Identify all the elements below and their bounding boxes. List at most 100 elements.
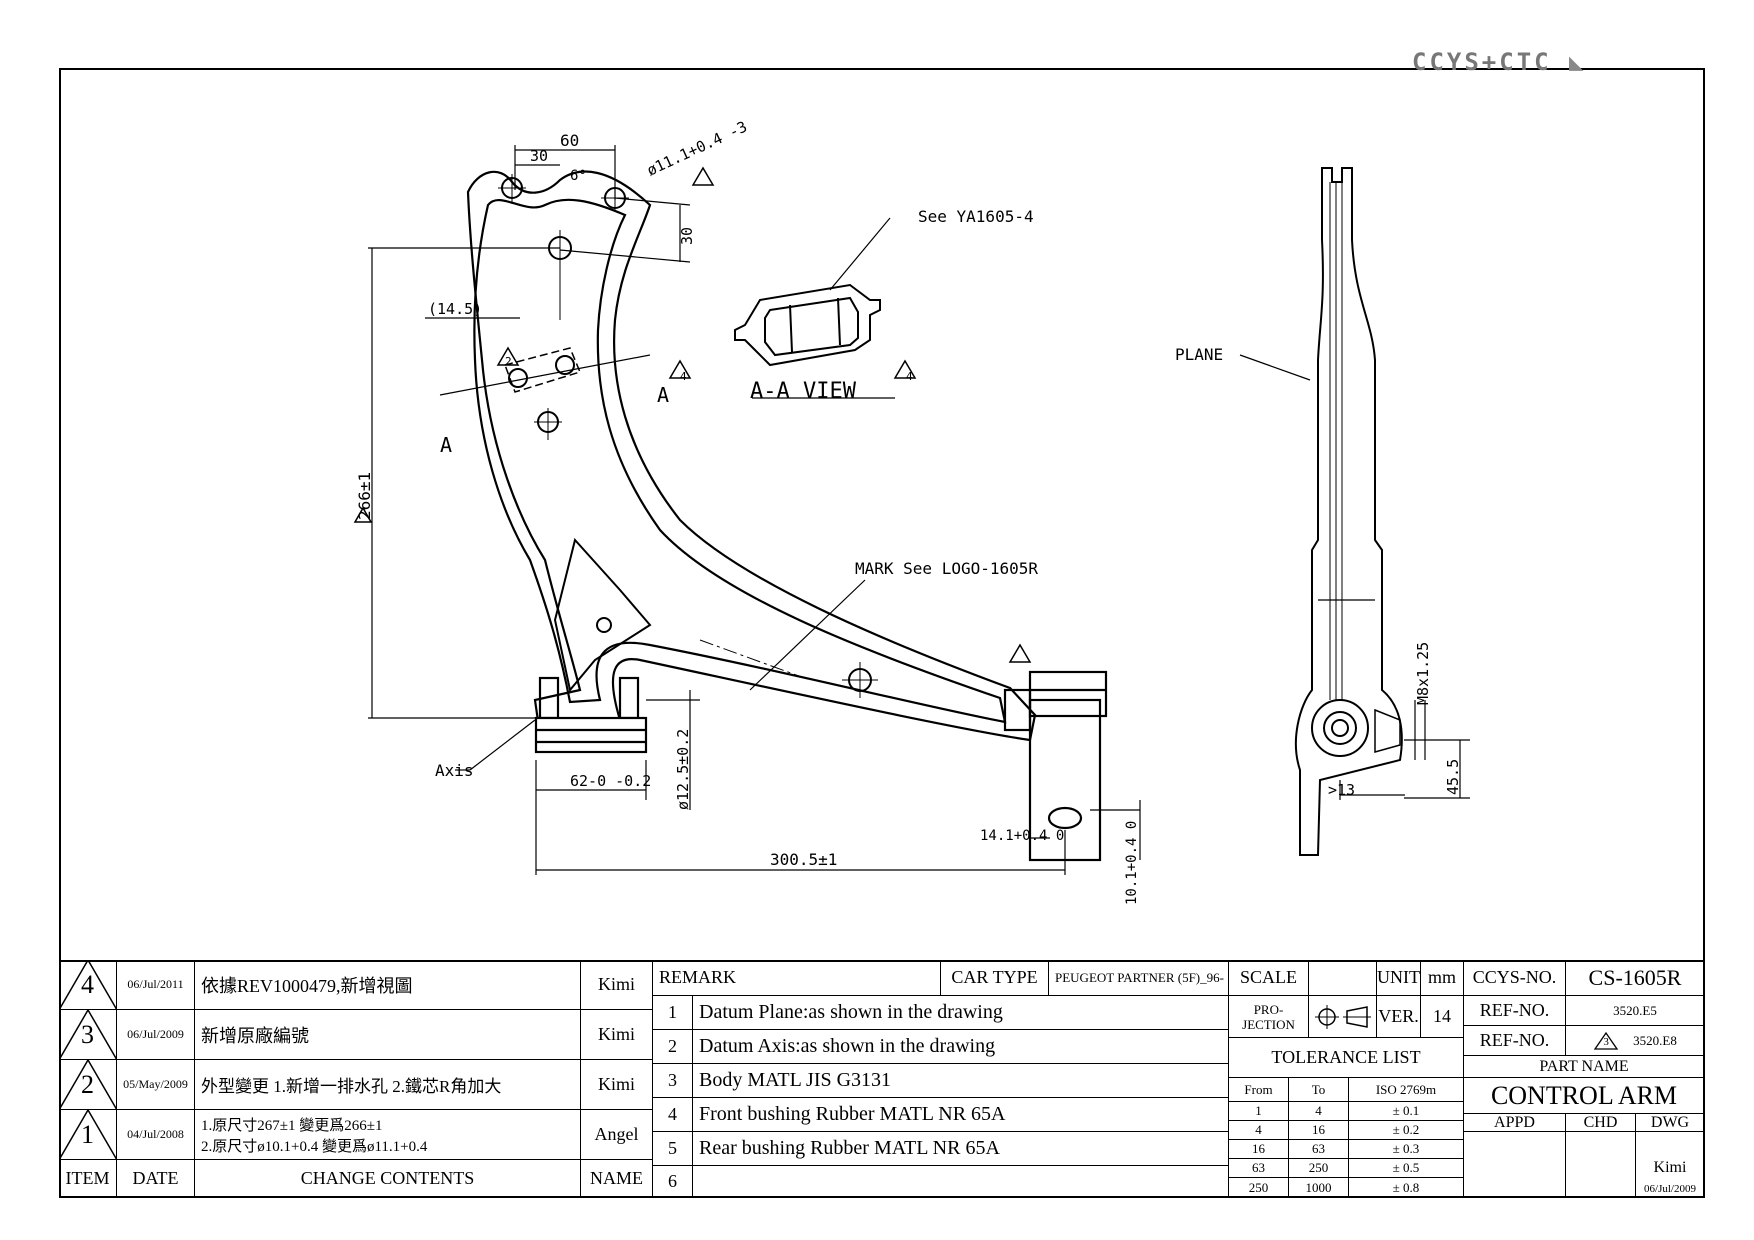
rev-change-1-line2: 2.原尺寸ø10.1+0.4 變更爲ø11.1+0.4 <box>201 1138 428 1155</box>
tolerance-title: TOLERANCE LIST <box>1229 1038 1464 1078</box>
ccys-no-value: CS-1605R <box>1566 960 1705 996</box>
tol-to-4: 250 <box>1289 1159 1349 1178</box>
title-block: 4 06/Jul/2011 依據REV1000479,新增視圖 Kimi 3 0… <box>59 960 1705 1198</box>
remark-no-3: 3 <box>653 1064 693 1098</box>
rev-change-1: 1.原尺寸267±1 變更爲266±1 2.原尺寸ø10.1+0.4 變更爲ø1… <box>195 1110 581 1160</box>
company-logo: CCYS+CTC ◣ <box>1412 48 1587 76</box>
rev-header-name: NAME <box>581 1160 653 1198</box>
tol-value-2: ± 0.2 <box>1349 1121 1464 1140</box>
tol-header-from: From <box>1229 1078 1289 1102</box>
rev-header-item: ITEM <box>59 1160 117 1198</box>
ref-no-1-value: 3520.E5 <box>1566 996 1705 1026</box>
chd-value <box>1566 1132 1636 1198</box>
ref-no-2-label: REF-NO. <box>1464 1026 1566 1056</box>
dim-13: >13 <box>1328 781 1355 799</box>
flag-text-4: 4 <box>680 370 687 383</box>
flag-text-4b: 4 <box>906 370 913 383</box>
chd-label: CHD <box>1566 1114 1636 1132</box>
remark-header: REMARK <box>653 960 941 996</box>
dim-m8: M8x1.25 <box>1414 642 1432 705</box>
dim-hole-dia: ø11.1+0.4 -3 <box>644 118 750 180</box>
appd-value <box>1464 1132 1566 1198</box>
rev-change-1-line1: 1.原尺寸267±1 變更爲266±1 <box>201 1117 383 1134</box>
arm-gusset <box>553 537 652 693</box>
tol-from-3: 16 <box>1229 1140 1289 1159</box>
rear-bushing-body <box>1028 670 1108 718</box>
dwg-value: Kimi 06/Jul/2009 <box>1636 1132 1705 1198</box>
rev-item-4: 4 <box>59 960 117 1010</box>
remark-no-6: 6 <box>653 1166 693 1198</box>
dim-30-top: 30 <box>530 147 548 165</box>
dim-60: 60 <box>560 131 579 150</box>
scale-label: SCALE <box>1229 960 1309 996</box>
dwg-label: DWG <box>1636 1114 1705 1132</box>
arm-outer-outline <box>466 170 1037 742</box>
tol-from-5: 250 <box>1229 1178 1289 1198</box>
unit-label: UNIT <box>1377 960 1421 996</box>
revision-flag-3-number: 3 <box>1603 1035 1609 1048</box>
third-angle-projection-icon <box>1314 1004 1371 1029</box>
front-bushing-body <box>534 716 648 754</box>
side-view <box>1294 167 1403 856</box>
remark-text-1: Datum Plane:as shown in the drawing <box>693 996 1229 1030</box>
rev-name-1: Angel <box>581 1110 653 1160</box>
ver-label: VER. <box>1377 996 1421 1038</box>
rev-change-4: 依據REV1000479,新增視圖 <box>195 960 581 1010</box>
appd-label: APPD <box>1464 1114 1566 1132</box>
tol-from-4: 63 <box>1229 1159 1289 1178</box>
tol-to-2: 16 <box>1289 1121 1349 1140</box>
label-section-a-right: A <box>657 383 669 407</box>
revision-flags <box>353 166 1032 663</box>
remark-no-1: 1 <box>653 996 693 1030</box>
dim-14-1: 14.1+0.4 0 <box>980 828 1064 844</box>
rev-date-1: 04/Jul/2008 <box>117 1110 195 1160</box>
ref-no-1-label: REF-NO. <box>1464 996 1566 1026</box>
rev-item-2: 2 <box>59 1060 117 1110</box>
label-mark-logo: MARK See LOGO-1605R <box>855 559 1038 578</box>
remark-text-4: Front bushing Rubber MATL NR 65A <box>693 1098 1229 1132</box>
remark-text-2: Datum Axis:as shown in the drawing <box>693 1030 1229 1064</box>
revision-flag-3-icon: 3 <box>1593 1031 1619 1051</box>
dimension-lines <box>368 145 1311 875</box>
tol-from-2: 4 <box>1229 1121 1289 1140</box>
tol-value-5: ± 0.8 <box>1349 1178 1464 1198</box>
rev-name-2: Kimi <box>581 1060 653 1110</box>
dim-30-side: 30 <box>678 227 696 245</box>
dim-6deg: 6° <box>570 168 587 184</box>
label-see-ya: See YA1605-4 <box>918 207 1034 226</box>
rev-item-1: 1 <box>59 1110 117 1160</box>
arm-plan-view <box>466 170 1108 862</box>
rev-header-date: DATE <box>117 1160 195 1198</box>
drawn-date: 06/Jul/2009 <box>1644 1183 1696 1195</box>
part-name: CONTROL ARM <box>1464 1078 1705 1114</box>
tol-to-1: 4 <box>1289 1102 1349 1121</box>
tol-value-3: ± 0.3 <box>1349 1140 1464 1159</box>
remark-no-4: 4 <box>653 1098 693 1132</box>
projection-symbol-icon <box>1309 996 1377 1038</box>
rev-change-2: 外型變更 1.新增一排水孔 2.鐵芯R角加大 <box>195 1060 581 1110</box>
rev-change-3: 新增原廠編號 <box>195 1010 581 1060</box>
remark-no-2: 2 <box>653 1030 693 1064</box>
drawn-by: Kimi <box>1653 1159 1687 1176</box>
dim-266: 266±1 <box>355 472 374 520</box>
unit-value: mm <box>1421 960 1464 996</box>
side-view-dims <box>1339 700 1470 800</box>
rev-item-3: 3 <box>59 1010 117 1060</box>
tol-value-4: ± 0.5 <box>1349 1159 1464 1178</box>
label-axis: Axis <box>435 761 474 780</box>
dim-12-5: ø12.5±0.2 <box>674 729 692 810</box>
part-name-label: PART NAME <box>1464 1056 1705 1078</box>
tol-header-iso: ISO 2769m <box>1349 1078 1464 1102</box>
dim-300-5: 300.5±1 <box>770 850 837 869</box>
remark-text-6 <box>693 1166 1229 1198</box>
tol-from-1: 1 <box>1229 1102 1289 1121</box>
projection-label: PRO- JECTION <box>1229 996 1309 1038</box>
rev-name-4: Kimi <box>581 960 653 1010</box>
tol-to-3: 63 <box>1289 1140 1349 1159</box>
ref-no-2-cell: 3 3520.E8 <box>1566 1026 1705 1056</box>
rev-date-3: 06/Jul/2009 <box>117 1010 195 1060</box>
rev-date-2: 05/May/2009 <box>117 1060 195 1110</box>
arm-inner-outline <box>473 198 1007 724</box>
rev-header-change: CHANGE CONTENTS <box>195 1160 581 1198</box>
